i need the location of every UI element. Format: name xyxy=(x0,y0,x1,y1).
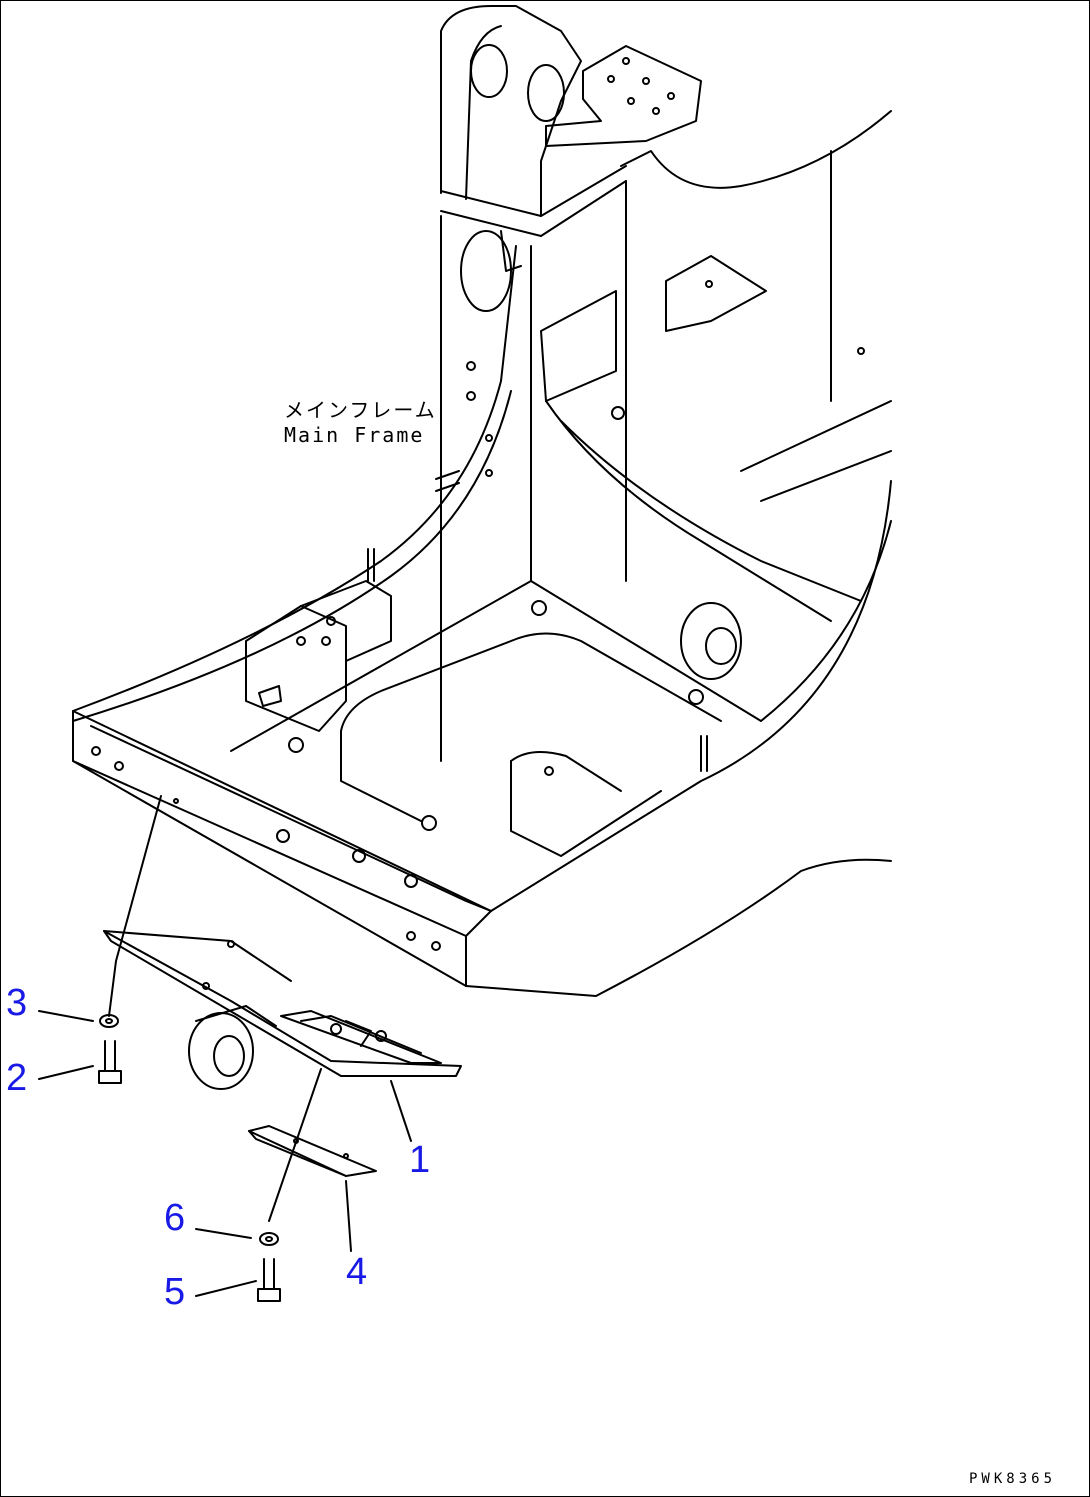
main-frame-label: メインフレーム Main Frame xyxy=(284,398,437,448)
callout-5: 5 xyxy=(164,1271,186,1313)
main-frame-label-jp: メインフレーム xyxy=(284,398,437,422)
callout-2: 2 xyxy=(6,1057,28,1099)
washer-3 xyxy=(99,1014,119,1028)
bolt-5 xyxy=(257,1258,281,1302)
pillar xyxy=(435,5,702,762)
floor-plate xyxy=(72,548,762,987)
step-bracket xyxy=(103,930,462,1090)
callout-1: 1 xyxy=(409,1139,431,1181)
callout-6: 6 xyxy=(164,1197,186,1239)
drawing-code: PWK8365 xyxy=(969,1471,1057,1487)
leader-lines xyxy=(38,795,412,1297)
frame-outline xyxy=(72,110,892,997)
callout-3: 3 xyxy=(6,982,28,1024)
bolt-2 xyxy=(98,1040,122,1084)
main-frame-label-en: Main Frame xyxy=(284,423,425,447)
small-plate xyxy=(248,1125,377,1177)
callout-4: 4 xyxy=(346,1251,368,1293)
washer-6 xyxy=(259,1232,279,1246)
